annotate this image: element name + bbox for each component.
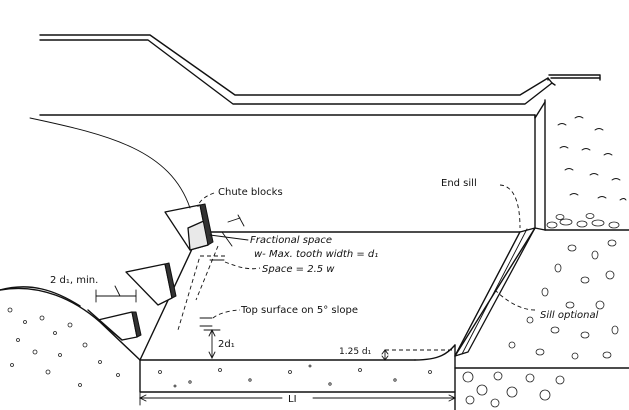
label-one-25-d1: 1.25 d₁ [339,347,372,357]
sill-optional-leader [494,289,536,311]
label-sill-optional: Sill optional [540,310,599,321]
two-d1-min-dim [95,285,137,303]
space-leader [224,261,261,270]
label-fractional-space: Fractional space [250,235,332,246]
fractional-space-dims [177,214,249,331]
label-space: Space = 2.5 w [262,264,335,275]
length-dim [138,391,457,406]
top-surface-dims [199,309,241,327]
label-end-sill: End sill [441,178,477,189]
label-two-d1: 2d₁ [218,339,235,350]
label-max-tooth-width: w- Max. tooth width = d₁ [254,249,378,260]
label-length: LⅠ [288,394,297,405]
chute-block-1 [164,203,214,251]
label-top-surface: Top surface on 5° slope [240,305,358,316]
riprap [454,367,629,408]
chute-blocks-leader [197,192,215,208]
one-25-d1-dim [381,349,455,361]
apron-slope [0,287,141,361]
soil-marks [557,116,627,201]
two-d1-vertical-dim [203,328,221,360]
ground-left [0,286,120,387]
right-side-wall [39,99,546,231]
chute-blocks-leader-curve [29,117,191,209]
end-sill-leader [499,184,521,229]
chute-block-2 [125,262,177,306]
ground-right [454,213,629,360]
label-two-d1-min: 2 d₁, min. [50,275,98,286]
label-chute-blocks: Chute blocks [218,187,283,198]
floor-slab [139,359,456,393]
upper-wall [39,34,601,105]
